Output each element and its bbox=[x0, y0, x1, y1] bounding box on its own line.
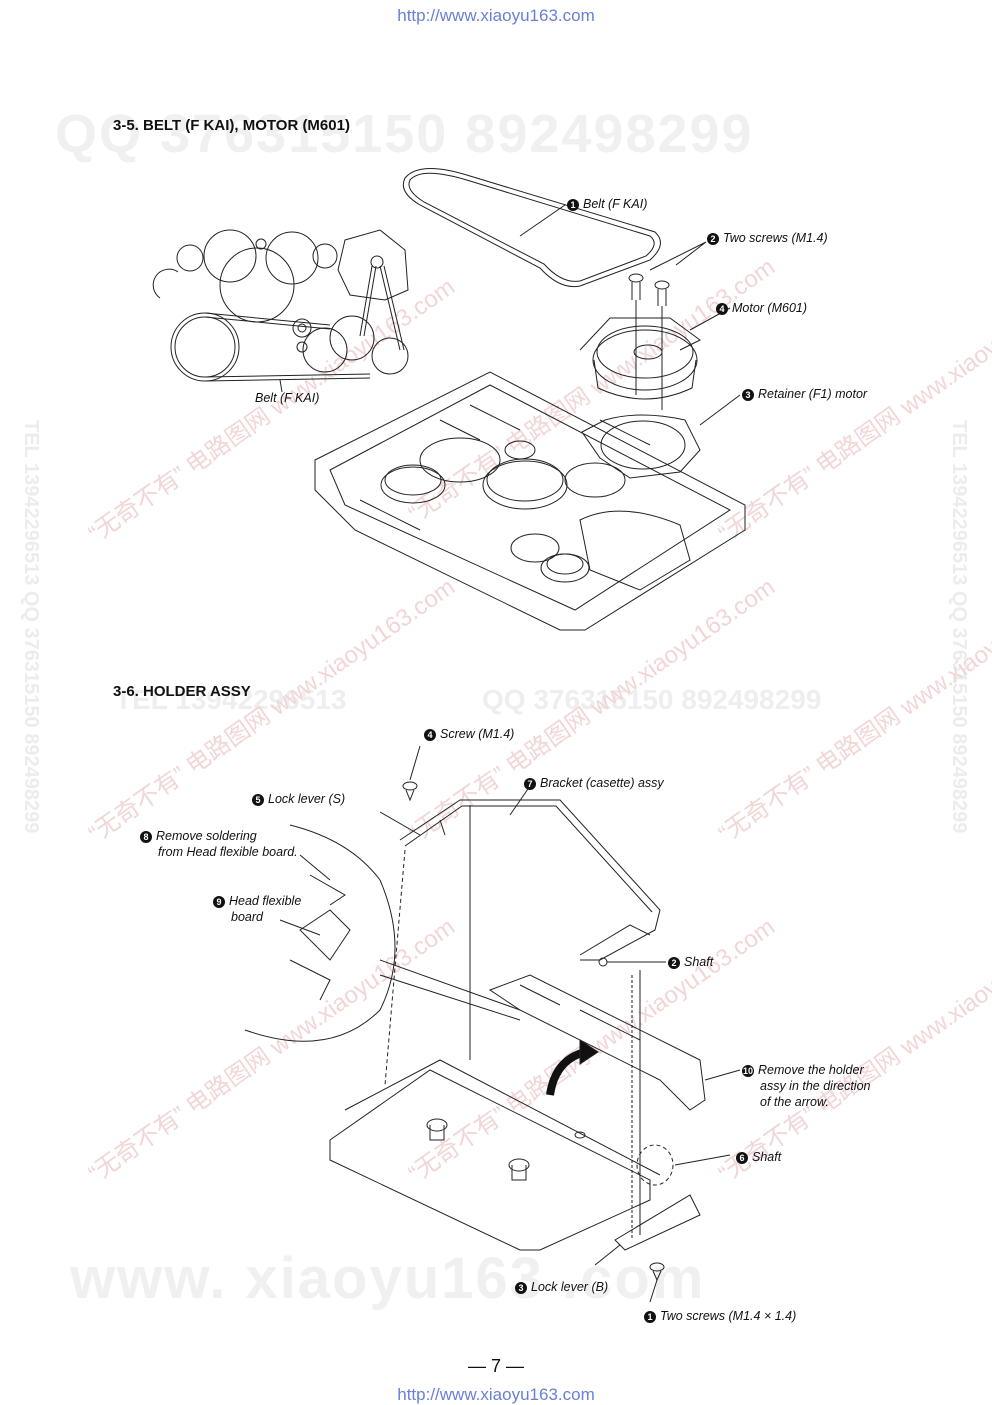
callout-number: 2 bbox=[668, 957, 680, 969]
cassette-mechanism bbox=[314, 371, 746, 631]
callout-number: 10 bbox=[742, 1065, 754, 1077]
callout-5-lock-lever-s: 5 Lock lever (S) bbox=[252, 791, 345, 807]
callout-number: 1 bbox=[567, 199, 579, 211]
callout-4-motor: 4 Motor (M601) bbox=[716, 300, 807, 316]
motor-m601 bbox=[579, 307, 731, 400]
callout-text: Shaft bbox=[684, 955, 714, 969]
callout-number: 5 bbox=[252, 794, 264, 806]
callout-1-belt: 1 Belt (F KAI) bbox=[567, 196, 647, 212]
callout-number: 4 bbox=[716, 303, 728, 315]
label-belt-side: Belt (F KAI) bbox=[255, 391, 320, 405]
callout-text: assy in the direction bbox=[760, 1079, 871, 1093]
callout-number: 3 bbox=[515, 1282, 527, 1294]
callout-text: Shaft bbox=[752, 1150, 782, 1164]
belt-loop bbox=[402, 167, 661, 288]
callout-text: Remove the holder bbox=[758, 1063, 864, 1077]
section-title-belt-motor: 3-5. BELT (F KAI), MOTOR (M601) bbox=[113, 117, 350, 134]
callout-2-screws: 2 Two screws (M1.4) bbox=[707, 230, 828, 246]
watermark-mid-right: QQ 376315150 892498299 bbox=[482, 684, 822, 715]
callout-text: Belt (F KAI) bbox=[583, 197, 648, 211]
watermark-top: QQ 376315150 892498299 bbox=[55, 104, 754, 164]
callout-text: Two screws (M1.4 × 1.4) bbox=[660, 1309, 797, 1323]
callout-text: Lock lever (S) bbox=[268, 792, 346, 806]
callout-text: Screw (M1.4) bbox=[440, 727, 515, 741]
callout-number: 6 bbox=[736, 1152, 748, 1164]
callout-number: 4 bbox=[424, 729, 436, 741]
callout-3-lock-lever-b: 3 Lock lever (B) bbox=[515, 1279, 608, 1295]
watermark-mid-left: TEL 13942296513 bbox=[115, 684, 347, 715]
callout-text: Two screws (M1.4) bbox=[723, 231, 828, 245]
callout-text: Lock lever (B) bbox=[531, 1280, 609, 1294]
watermark-bottom: www. xiaoyu163 .com bbox=[70, 1246, 706, 1311]
callout-text: Head flexible bbox=[229, 894, 302, 908]
retainer-f1-motor bbox=[581, 300, 741, 479]
callout-text: Motor (M601) bbox=[732, 301, 808, 315]
callout-6-shaft: 6 Shaft bbox=[736, 1149, 781, 1165]
callout-text: Remove soldering bbox=[156, 829, 257, 843]
callout-text: from Head flexible board. bbox=[158, 845, 298, 859]
callout-number: 3 bbox=[742, 389, 754, 401]
callout-number: 9 bbox=[213, 896, 225, 908]
callout-2-shaft: 2 Shaft bbox=[668, 954, 713, 970]
section-title-holder-assy: 3-6. HOLDER ASSY bbox=[113, 683, 251, 700]
callout-1-two-screws: 1 Two screws (M1.4 × 1.4) bbox=[644, 1308, 796, 1324]
callout-text: Retainer (F1) motor bbox=[758, 387, 868, 401]
callout-number: 2 bbox=[707, 233, 719, 245]
callout-3-retainer: 3 Retainer (F1) motor bbox=[742, 386, 867, 402]
page-number: — 7 — bbox=[467, 1356, 524, 1376]
header-url-link[interactable]: http://www.xiaoyu163.com bbox=[397, 6, 595, 25]
callout-number: 1 bbox=[644, 1311, 656, 1323]
callout-8-remove-soldering: 8 Remove soldering from Head flexible boar… bbox=[140, 828, 298, 860]
callout-7-bracket: 7 Bracket (casette) assy bbox=[524, 775, 664, 791]
callout-text: board bbox=[231, 910, 263, 924]
callout-9-head-flexible: 9 Head flexible board bbox=[213, 893, 301, 925]
footer-url-link[interactable]: http://www.xiaoyu163.com bbox=[397, 1385, 595, 1404]
callout-4-screw: 4 Screw (M1.4) bbox=[424, 726, 514, 742]
callout-text: of the arrow. bbox=[760, 1095, 829, 1109]
callout-10-remove-holder: 10 Remove the holder assy in the direction… bbox=[742, 1062, 870, 1110]
callout-text: Bracket (casette) assy bbox=[540, 776, 664, 790]
screws-top bbox=[628, 241, 707, 306]
callout-number: 7 bbox=[524, 778, 536, 790]
callout-number: 8 bbox=[140, 831, 152, 843]
holder-assy-drawing bbox=[244, 745, 741, 1303]
belt-routing-inset bbox=[152, 229, 409, 393]
